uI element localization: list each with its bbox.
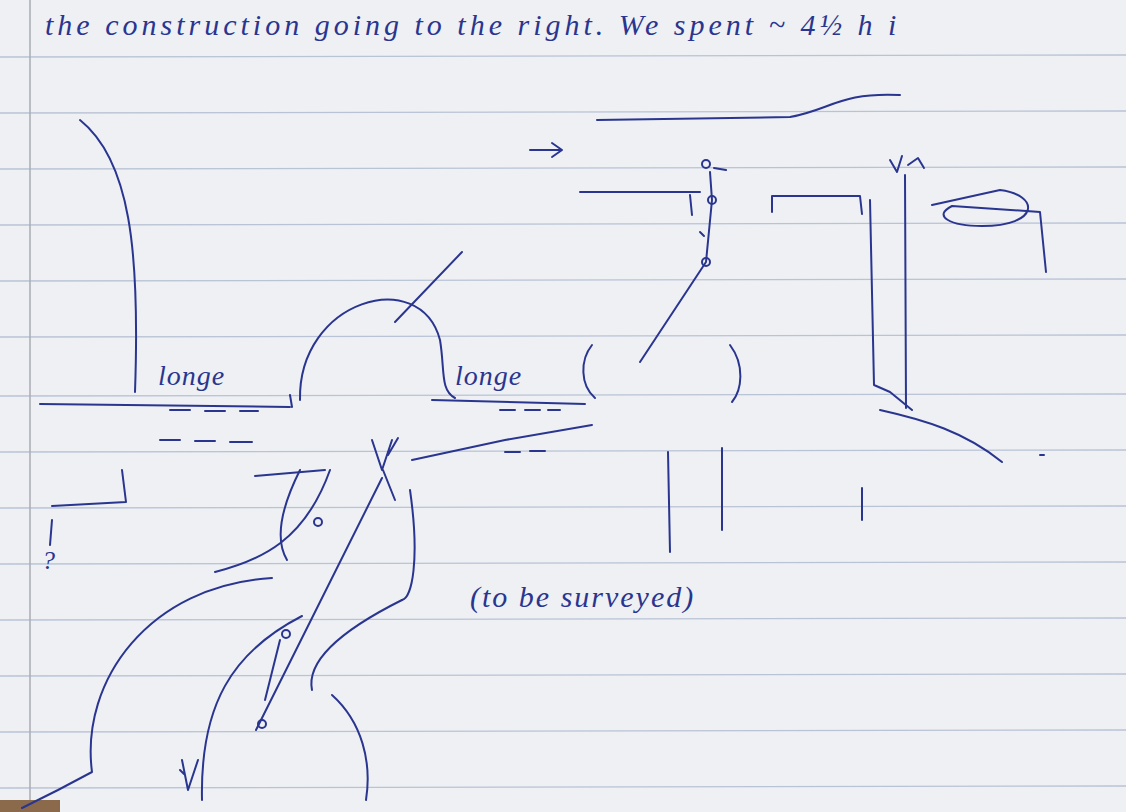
chamber-label: longe bbox=[455, 362, 522, 390]
survey-note: (to be surveyed) bbox=[470, 582, 695, 612]
table-edge bbox=[0, 800, 60, 812]
ink-strokes bbox=[22, 95, 1046, 808]
chamber-label: longe bbox=[158, 362, 225, 390]
ruled-lines bbox=[0, 55, 1126, 788]
margin-line bbox=[29, 0, 31, 812]
question-mark: ? bbox=[42, 548, 55, 574]
note-text: the construction going to the right. We … bbox=[45, 10, 900, 40]
